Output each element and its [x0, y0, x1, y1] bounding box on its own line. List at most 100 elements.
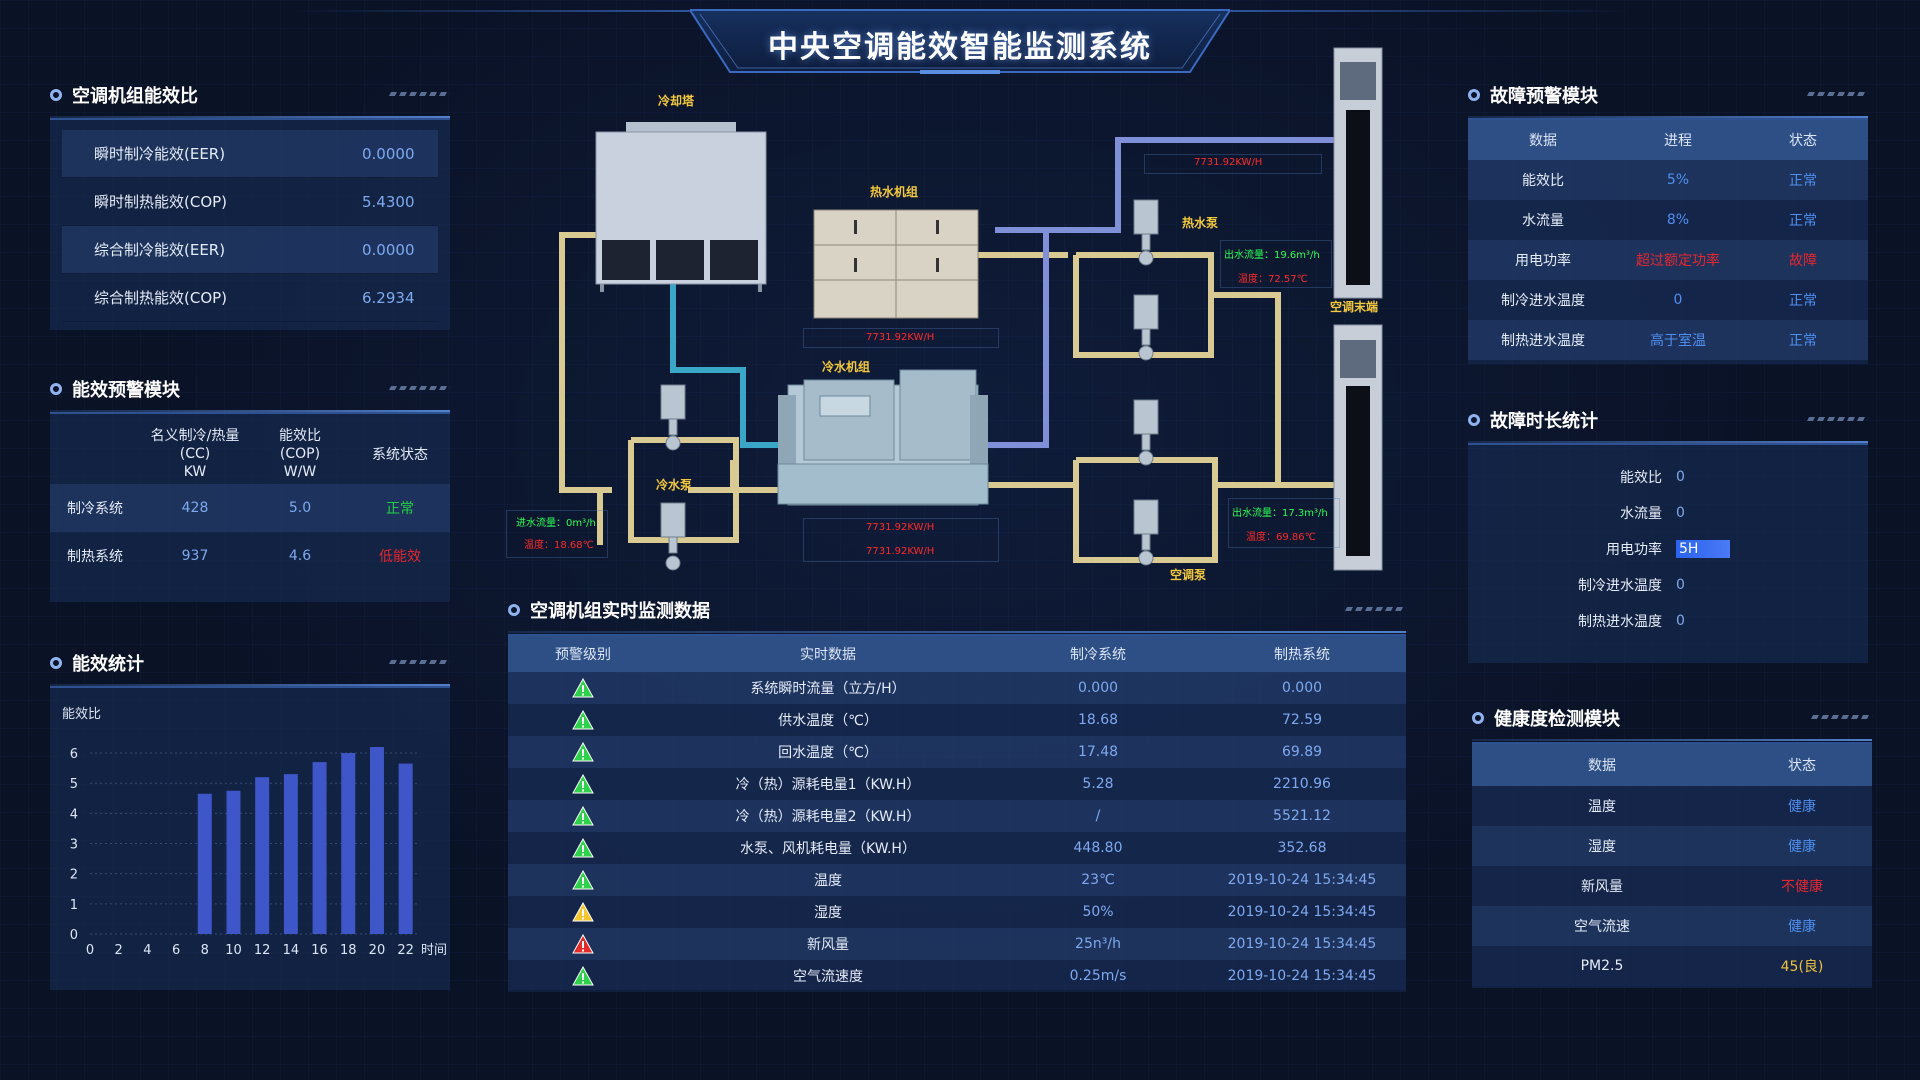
hot-water-unit-icon: [813, 209, 979, 319]
col-header-name: 实时数据: [800, 647, 856, 663]
section-bullet-icon: [1472, 712, 1484, 724]
efficiency-title-text: 空调机组能效比: [72, 86, 198, 107]
warning-triangle-icon: [572, 870, 594, 890]
chiller-icon: [777, 369, 989, 506]
warning-triangle-icon: [572, 838, 594, 858]
cooling-value: 25n³/h: [1075, 936, 1121, 952]
table-row: 空气流速健康: [1472, 906, 1872, 946]
col-header-status: 状态: [1788, 758, 1816, 774]
warning-triangle-icon: [572, 742, 594, 762]
col-header-cop: 能效比 (COP) W/W: [279, 428, 321, 480]
efficiency-value: 6.2934: [362, 288, 415, 307]
table-header-row: 名义制冷/热量 (CC) KW 能效比 (COP) W/W 系统状态: [50, 424, 450, 484]
header: 中央空调能效智能监测系统: [690, 0, 1230, 80]
cold-in-flow: 进水流量：0m³/h: [516, 518, 596, 529]
metric-name: 新风量: [807, 937, 849, 953]
chart-ylabel: 能效比: [62, 707, 101, 722]
metric-name: 湿度: [814, 905, 842, 921]
metric-name: 供水温度（℃）: [778, 713, 878, 729]
ac-out-flow: 出水流量：17.3m³/h: [1232, 508, 1328, 519]
efficiency-section-title: 空调机组能效比: [50, 80, 452, 118]
metric-name: 系统瞬时流量（立方/H）: [750, 681, 906, 697]
col-header-status: 状态: [1789, 133, 1817, 149]
warning-level-cell: [508, 704, 658, 736]
cold-temp: 温度：18.68℃: [524, 540, 594, 551]
cooling-value: 18.68: [1077, 712, 1119, 728]
col-header-heating: 制热系统: [1274, 647, 1330, 663]
warning-level-cell: [508, 672, 658, 704]
cop-value: 4.6: [288, 548, 312, 564]
cooling-value: 448.80: [1073, 840, 1123, 856]
duration-label: 水流量: [1620, 506, 1662, 522]
system-name: 制冷系统: [67, 501, 123, 517]
table-row: 湿度健康: [1472, 826, 1872, 866]
table-header-row: 数据 状态: [1472, 744, 1872, 786]
chart-x-tick: 4: [143, 943, 151, 958]
cooling-tower-icon: [595, 122, 767, 292]
section-bullet-icon: [50, 657, 62, 669]
warning-level-cell: [508, 768, 658, 800]
energy-stats-title-text: 能效统计: [72, 654, 144, 675]
heating-value: 69.89: [1281, 744, 1323, 760]
energy-warning-section-title: 能效预警模块: [50, 374, 452, 412]
header-right-line: [1230, 10, 1630, 12]
fault-progress: 8%: [1666, 212, 1690, 228]
warning-triangle-icon: [572, 934, 594, 954]
page-title: 中央空调能效智能监测系统: [768, 30, 1152, 65]
health-data-name: 空气流速: [1574, 919, 1630, 935]
col-header-cooling: 制冷系统: [1070, 647, 1126, 663]
metric-name: 水泵、风机耗电量（KW.H）: [740, 841, 916, 857]
status-badge: 不健康: [1781, 879, 1823, 895]
hot-pump-readings-box: [1220, 240, 1332, 288]
status-badge: 正常: [386, 501, 414, 517]
warning-level-cell: [508, 832, 658, 864]
table-row: 制热进水温度高于室温正常: [1468, 320, 1868, 360]
col-header-status: 系统状态: [372, 447, 428, 463]
table-header-row: 数据 进程 状态: [1468, 120, 1868, 160]
efficiency-value: 0.0000: [362, 144, 415, 163]
power-reading-4: 7731.92KW/H: [866, 546, 935, 557]
fault-progress: 超过额定功率: [1636, 253, 1720, 269]
cooling-value: 0.000: [1077, 680, 1119, 696]
fault-data-name: 制热进水温度: [1501, 333, 1585, 349]
power-reading-1: 7731.92KW/H: [1194, 157, 1263, 168]
chart-y-tick: 3: [70, 838, 78, 853]
health-data-name: 湿度: [1588, 839, 1616, 855]
title-underline: [50, 684, 450, 686]
chart-x-tick: 8: [201, 943, 209, 958]
duration-label: 用电功率: [1606, 542, 1662, 558]
chart-bar: [398, 763, 413, 934]
metric-name: 回水温度（℃）: [778, 745, 878, 761]
power-reading-2: 7731.92KW/H: [866, 332, 935, 343]
hot-temp: 温度：72.57℃: [1238, 274, 1308, 285]
table-row: 回水温度（℃） 17.48 69.89: [508, 736, 1406, 768]
fault-data-name: 用电功率: [1515, 253, 1571, 269]
ac-temp: 温度：69.86℃: [1246, 532, 1316, 543]
status-badge: 故障: [1789, 253, 1817, 269]
chart-bar: [255, 777, 270, 934]
section-bullet-icon: [50, 383, 62, 395]
system-name: 制热系统: [67, 549, 123, 565]
chart-bar: [197, 793, 212, 934]
efficiency-row: 瞬时制热能效(COP)5.4300: [62, 178, 438, 226]
health-data-name: 新风量: [1581, 879, 1623, 895]
status-badge: 正常: [1789, 173, 1817, 189]
realtime-section-title: 空调机组实时监测数据: [508, 595, 1408, 633]
cooling-tower-label: 冷却塔: [658, 94, 695, 108]
energy-warning-table: 名义制冷/热量 (CC) KW 能效比 (COP) W/W 系统状态 制冷系统 4…: [50, 424, 450, 580]
title-decoration: [1806, 417, 1870, 421]
cooling-value: 17.48: [1077, 744, 1119, 760]
capacity-value: 428: [181, 500, 209, 516]
efficiency-label: 瞬时制热能效(COP): [94, 193, 228, 211]
chart-bar: [341, 753, 356, 934]
hot-water-pump-label: 热水泵: [1182, 216, 1219, 230]
title-underline: [1468, 116, 1868, 118]
